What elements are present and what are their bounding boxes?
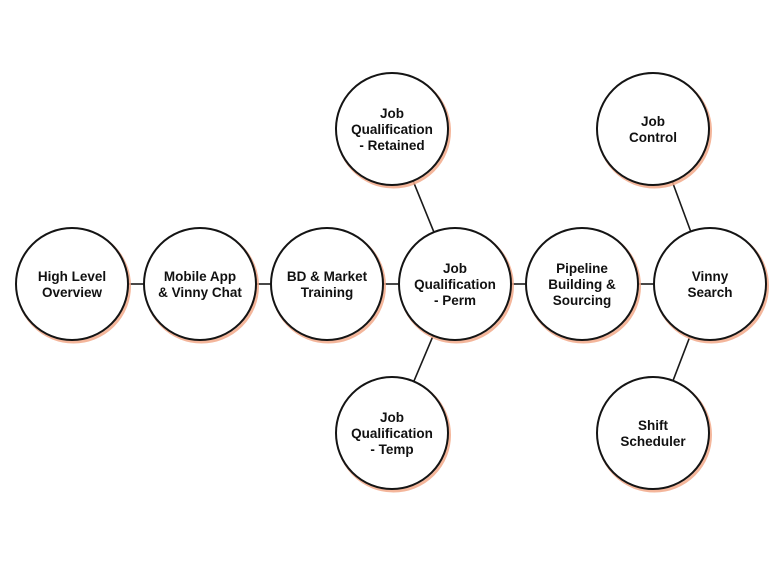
node-label-line: Qualification xyxy=(414,277,496,292)
node-label-line: Control xyxy=(629,130,677,145)
node-label-line: Job xyxy=(380,106,404,121)
node-label-line: High Level xyxy=(38,269,106,284)
node-label-line: Shift xyxy=(638,418,668,433)
edge-job-qualification-perm-to-job-qualification-temp xyxy=(413,335,434,382)
edge-vinny-search-to-shift-scheduler xyxy=(672,336,691,381)
node-label-line: Training xyxy=(301,285,354,300)
node-circle xyxy=(15,227,129,341)
node-circle xyxy=(525,227,639,341)
node-label-line: Sourcing xyxy=(553,293,612,308)
node-circle xyxy=(335,72,449,186)
node-label-line: Mobile App xyxy=(164,269,236,284)
node-circle xyxy=(335,376,449,490)
node-label-line: Scheduler xyxy=(620,434,686,449)
node-circle xyxy=(143,227,257,341)
node-label-line: Job xyxy=(443,261,467,276)
edge-job-qualification-perm-to-job-qualification-retained xyxy=(412,180,435,233)
node-label-line: Qualification xyxy=(351,122,433,137)
node-label-line: Job xyxy=(380,410,404,425)
node-label-line: Search xyxy=(687,285,732,300)
node-label-line: BD & Market xyxy=(287,269,368,284)
edge-vinny-search-to-job-control xyxy=(671,181,692,232)
node-circle xyxy=(653,227,767,341)
node-label-line: Building & xyxy=(548,277,616,292)
node-label-line: & Vinny Chat xyxy=(158,285,242,300)
node-label-line: - Retained xyxy=(359,138,424,153)
node-label-line: - Temp xyxy=(370,442,413,457)
node-label-line: - Perm xyxy=(434,293,476,308)
node-label-line: Pipeline xyxy=(556,261,608,276)
node-circle xyxy=(398,227,512,341)
node-label-line: Qualification xyxy=(351,426,433,441)
node-label-line: Vinny xyxy=(692,269,729,284)
node-label-line: Overview xyxy=(42,285,103,300)
node-mobile-app-vinny-chat: Mobile App& Vinny Chat xyxy=(143,227,259,344)
node-label-line: Job xyxy=(641,114,665,129)
node-circle xyxy=(596,376,710,490)
node-circle xyxy=(270,227,384,341)
node-circle xyxy=(596,72,710,186)
